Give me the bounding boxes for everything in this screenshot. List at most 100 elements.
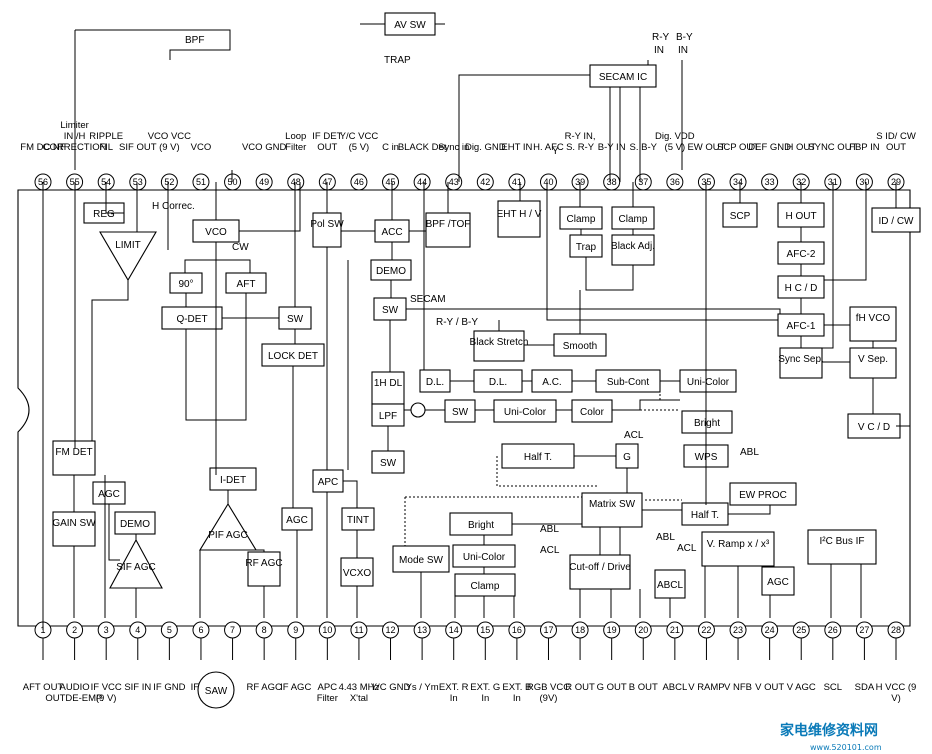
g-label: G — [623, 452, 631, 463]
bottom-pin-label: SDA — [855, 682, 875, 693]
limit-amp — [99, 231, 157, 282]
top-pin-number: 42 — [480, 177, 490, 187]
bottom-pin-label: R OUT — [565, 682, 595, 693]
smooth-label: Smooth — [563, 341, 597, 352]
bpf-tof-label: BPF /TOF — [426, 219, 471, 230]
bottom-pin-3: 3IF VCC(9 V) — [91, 621, 122, 704]
v-sep-label: V Sep. — [858, 354, 888, 365]
bottom-pin-number: 22 — [701, 625, 711, 635]
secam-ic-block — [589, 64, 657, 88]
half-t1-label: Half T. — [524, 452, 552, 463]
top-pin-number: 30 — [859, 177, 869, 187]
in1-label: IN — [654, 45, 664, 56]
top-pin-number: 43 — [449, 177, 459, 187]
clamp2-label: Clamp — [619, 214, 648, 225]
bottom-pin-25: 25 V AGC — [787, 621, 816, 693]
top-pin-41: 41 EHT IN — [501, 142, 533, 191]
secam-label: SECAM — [410, 294, 446, 305]
aft-label: AFT — [237, 279, 256, 290]
top-pin-50: 50 — [224, 173, 242, 191]
top-pin-label: EHT IN — [501, 142, 532, 153]
av-sw-label: AV SW — [394, 20, 426, 31]
apc-label: APC — [318, 477, 339, 488]
dl1-label: D.L. — [426, 377, 444, 388]
clamp3-label: Clamp — [471, 581, 500, 592]
fm-det-label: FM DET — [55, 447, 92, 458]
top-pin-label: SIF OUT — [119, 142, 157, 153]
bottom-pin-label: V AGC — [787, 682, 816, 693]
cutoff-block — [569, 554, 631, 590]
trap-label: Trap — [576, 242, 597, 253]
bpf-ext-label: BPF — [185, 35, 204, 46]
uni-color3-label: Uni-Color — [463, 552, 506, 563]
tint-block — [341, 507, 375, 531]
bottom-pin-9: 9IF AGC — [280, 621, 311, 693]
qdet-label: Q-DET — [176, 314, 207, 325]
h-correc-label: H Correc. — [152, 201, 195, 212]
top-pin-38: 38B-Y IN — [598, 142, 626, 191]
bottom-pin-20: 20B OUT — [629, 621, 658, 693]
abl-note-label: ABL — [656, 532, 675, 543]
bottom-pin-24: 24V OUT — [755, 621, 784, 693]
bottom-pin-number: 4 — [135, 625, 140, 635]
top-pin-number: 41 — [512, 177, 522, 187]
bottom-pin-label: IF VCC(9 V) — [91, 682, 122, 704]
bottom-pin-label: IF GND — [153, 682, 185, 693]
bottom-pin-label: Y/C GND — [371, 682, 411, 693]
clamp1-label: Clamp — [567, 214, 596, 225]
ac-label: A.C. — [542, 377, 561, 388]
deg90-label: 90° — [178, 279, 193, 290]
cw-label: CW — [232, 242, 249, 253]
gain-sw-label: GAIN SW — [52, 518, 96, 529]
uni-color2-label: Uni-Color — [504, 407, 547, 418]
top-pin-label: VCO GND — [242, 142, 286, 153]
scp-block — [722, 202, 758, 228]
uni-color1-label: Uni-Color — [687, 377, 730, 388]
top-pin-number: 38 — [607, 177, 617, 187]
acc-label: ACC — [381, 227, 402, 238]
h-out-block — [777, 202, 825, 228]
eht-label: EHT H / V — [497, 209, 542, 220]
ry-in-label: R-Y — [652, 32, 670, 43]
bottom-pin-number: 14 — [449, 625, 459, 635]
bottom-pin-number: 23 — [733, 625, 743, 635]
i-det-label: I-DET — [220, 475, 246, 486]
acl2-label: ABL — [540, 524, 559, 535]
top-pin-label: SYNC OUT — [808, 142, 857, 153]
top-pin-number: 33 — [765, 177, 775, 187]
agc-c-block — [761, 566, 795, 596]
bottom-pin-number: 7 — [230, 625, 235, 635]
i2c-label: I²C Bus IF — [819, 536, 864, 547]
ew-proc-label: EW PROC — [739, 490, 787, 501]
top-pin-number: 45 — [386, 177, 396, 187]
bottom-pin-8: 8RF AGC — [246, 621, 282, 693]
bottom-pin-number: 9 — [293, 625, 298, 635]
top-pin-number: 36 — [670, 177, 680, 187]
bottom-pin-number: 5 — [167, 625, 172, 635]
bottom-pin-number: 28 — [891, 625, 901, 635]
bottom-pin-label: V OUT — [755, 682, 784, 693]
top-pin-number: 34 — [733, 177, 743, 187]
i2c-block — [807, 529, 877, 565]
black-adj-label: Black Adj. — [611, 241, 655, 252]
bottom-pin-label: ABCL — [662, 682, 687, 693]
top-pin-40: 40H. AFC — [533, 142, 564, 191]
bottom-pin-number: 25 — [796, 625, 806, 635]
bottom-pin-number: 11 — [354, 625, 363, 635]
agc-b-label: AGC — [286, 515, 308, 526]
bottom-pin-number: 21 — [670, 625, 680, 635]
